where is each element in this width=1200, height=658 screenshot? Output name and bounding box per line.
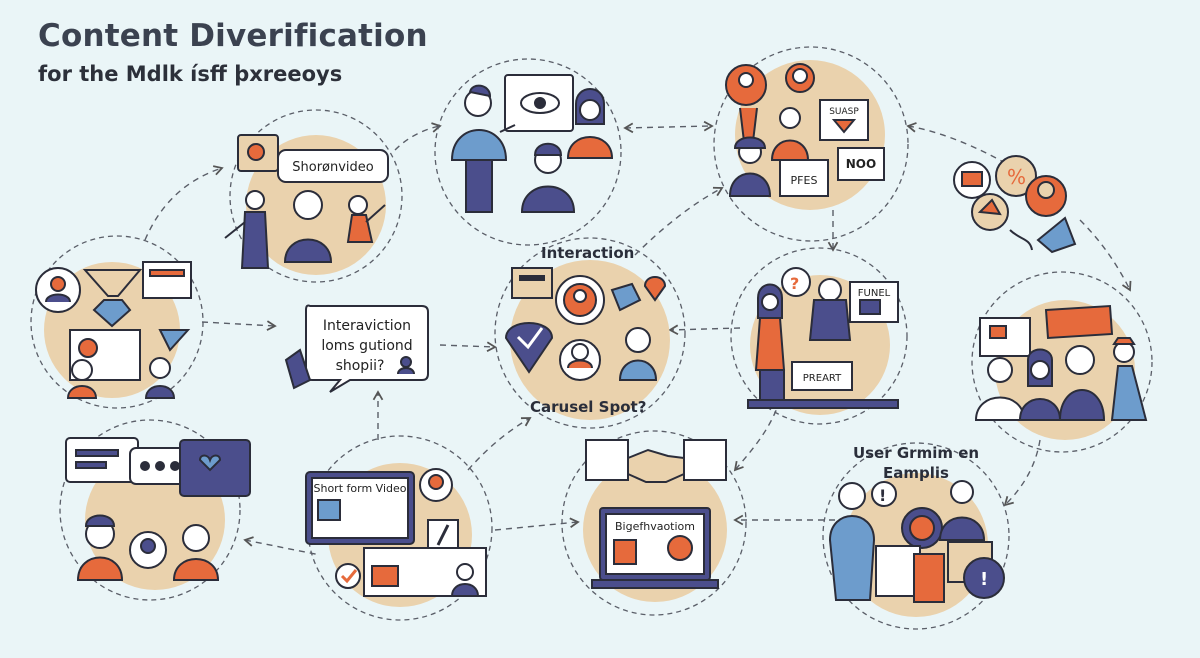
user-examples-section: ! ! (828, 480, 1005, 603)
preart-badge-label: PREART (803, 373, 842, 384)
group-section (974, 304, 1148, 421)
page-title: Content Diverification (38, 18, 428, 54)
short-video-bubble-label: Shorønvideo (292, 160, 374, 175)
chat-section (65, 437, 251, 581)
funel-badge-label: FUNEL (858, 288, 891, 299)
user-label-line-1: User Grmim en (853, 444, 979, 462)
interaction-bubble-line-3: shopii? (336, 358, 385, 374)
checkmark-icon (516, 327, 544, 350)
funnel-section (35, 261, 192, 399)
heart-icon (198, 454, 222, 472)
user-label-line-2: Eamplis (883, 464, 949, 482)
envelope-icon (961, 171, 983, 187)
section-rings (30, 46, 1153, 630)
carousel-label: Carusel Spot? (530, 398, 646, 416)
text-labels: Shorønvideo Interaction Interaviction lo… (292, 107, 979, 533)
snap-badge-label: SUASP (829, 107, 859, 117)
percent-icon: % (1007, 165, 1026, 189)
far-right-cluster: % (953, 155, 1077, 254)
question-icon: ? (790, 274, 799, 293)
eye-presentation-section (450, 74, 614, 213)
interaction-bubble-shape (284, 304, 429, 393)
top-right-section (725, 63, 885, 197)
exclamation-icon: ! (879, 486, 886, 505)
pfes-badge-label: PFES (791, 174, 818, 187)
pencil-icon (436, 524, 450, 546)
noo-badge-label: NOO (846, 157, 876, 171)
laptop-section (585, 439, 727, 589)
presentation-section: ? (747, 267, 899, 409)
location-pin-icon (643, 276, 667, 302)
handshake-icon (627, 448, 685, 483)
short-form-video-section (305, 468, 487, 597)
interaction-label: Interaction (541, 244, 634, 262)
svg-text:!: ! (980, 569, 988, 590)
big-screen-label: Bigefhvaotiom (615, 520, 695, 533)
center-hub (504, 267, 667, 381)
short-video-section (224, 134, 389, 269)
short-form-video-label: Short form Video (314, 482, 407, 495)
page-subtitle: for the Mdlk ísff þxreeoys (38, 62, 343, 86)
interaction-bubble-line-2: loms gutiond (321, 338, 412, 354)
interaction-bubble-line-1: Interaviction (323, 318, 411, 334)
